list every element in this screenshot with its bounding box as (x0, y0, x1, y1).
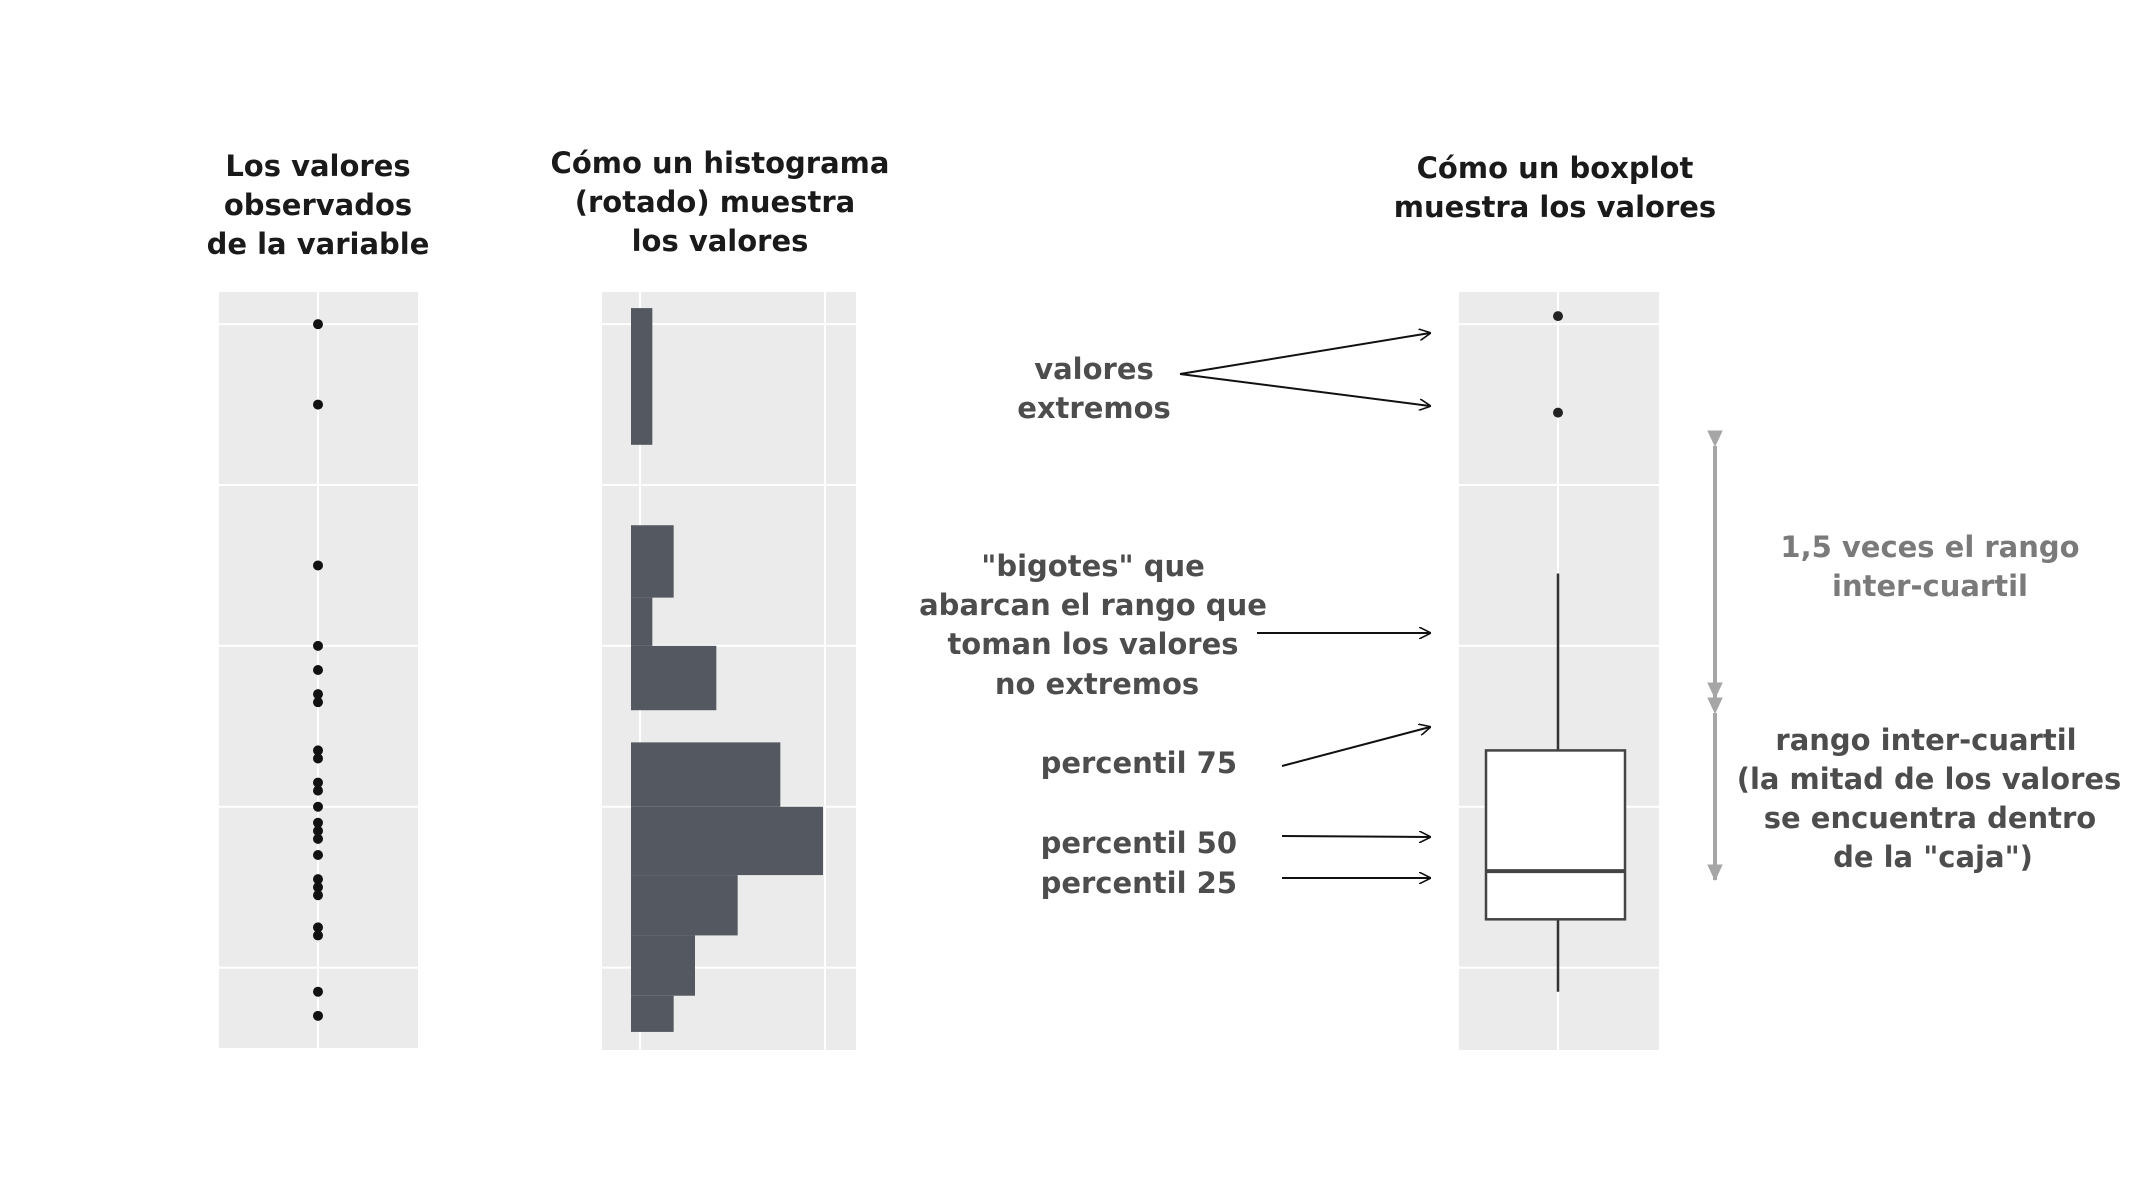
histogram-bars (631, 308, 823, 1032)
observed-point-18 (313, 890, 323, 901)
histogram-bar-8 (631, 875, 738, 936)
title-observed: Los valores observados de la variable (207, 149, 430, 261)
observed-point-16 (313, 874, 323, 885)
title-histogram-line-3: los valores (632, 224, 809, 258)
observed-point-13 (313, 825, 323, 836)
annotation-p50: percentil 50 (1041, 826, 1237, 860)
arrow-to-outlier-second (1179, 373, 1430, 406)
annotation-extremes-line-1: valores (1034, 352, 1154, 386)
observed-point-8 (313, 753, 323, 764)
histogram-bar-2 (631, 525, 674, 598)
histogram-bar-4 (631, 645, 717, 711)
panel-histogram (602, 292, 856, 1050)
title-boxplot-line-1: Cómo un boxplot (1417, 151, 1694, 185)
annotation-extremes-line-2: extremos (1017, 391, 1171, 425)
annotation-iqr-line-3: se encuentra dentro (1764, 801, 2096, 835)
boxplot-marks (1484, 311, 1627, 992)
histogram-bar-9 (631, 935, 695, 996)
observed-point-22 (313, 1010, 323, 1021)
annotation-p75: percentil 75 (1041, 746, 1237, 780)
observed-point-10 (313, 785, 323, 796)
annotation-iqr-1-5-line-1: 1,5 veces el rango (1780, 530, 2079, 564)
observed-point-21 (313, 986, 323, 997)
title-histogram: Cómo un histograma (rotado) muestra los … (551, 146, 890, 258)
arrow-to-median (1281, 836, 1430, 837)
annotation-extremes: valores extremos (1017, 333, 1430, 425)
annotation-whiskers-line-3: toman los valores (947, 627, 1238, 661)
title-boxplot: Cómo un boxplot muestra los valores (1394, 151, 1716, 224)
observed-point-3 (313, 640, 323, 651)
observed-point-19 (313, 922, 323, 933)
annotation-p25: percentil 25 (1041, 866, 1237, 900)
observed-point-2 (313, 560, 323, 571)
boxplot-outlier-0 (1553, 311, 1563, 322)
boxplot-outlier-1 (1553, 407, 1563, 418)
boxplot-box (1484, 749, 1627, 921)
annotation-iqr-line-1: rango inter-cuartil (1775, 723, 2076, 757)
annotation-iqr-1-5: 1,5 veces el rango inter-cuartil (1780, 530, 2079, 603)
arrow-to-p75 (1281, 727, 1430, 767)
observed-point-0 (313, 319, 323, 330)
title-observed-line-1: Los valores (225, 149, 410, 183)
annotation-whiskers-line-4: no extremos (995, 667, 1199, 701)
observed-point-15 (313, 849, 323, 860)
observed-points (313, 319, 323, 1021)
title-histogram-line-2: (rotado) muestra (575, 185, 855, 219)
observed-point-9 (313, 777, 323, 788)
title-observed-line-3: de la variable (207, 227, 430, 261)
observed-point-1 (313, 399, 323, 410)
annotation-iqr-line-4: de la "caja") (1833, 840, 2033, 874)
histogram-bar-7 (631, 806, 823, 876)
observed-point-17 (313, 882, 323, 893)
observed-point-7 (313, 745, 323, 756)
title-observed-line-2: observados (224, 188, 412, 222)
histogram-bar-3 (631, 597, 653, 646)
annotation-iqr-1-5-line-2: inter-cuartil (1832, 569, 2028, 603)
title-boxplot-line-2: muestra los valores (1394, 190, 1716, 224)
annotation-iqr: rango inter-cuartil (la mitad de los val… (1737, 723, 2122, 874)
histogram-bar-0 (631, 308, 653, 445)
annotation-iqr-line-2: (la mitad de los valores (1737, 762, 2122, 796)
panel-observed-values (219, 292, 418, 1048)
observed-point-20 (313, 930, 323, 941)
observed-point-11 (313, 801, 323, 812)
arrow-to-outlier-top (1179, 333, 1430, 375)
histogram-bar-10 (631, 995, 674, 1032)
panel-boxplot (1459, 292, 1659, 1050)
observed-point-12 (313, 817, 323, 828)
observed-point-6 (313, 697, 323, 708)
histogram-bar-6 (631, 742, 781, 807)
observed-point-4 (313, 665, 323, 675)
annotation-whiskers-line-1: "bigotes" que (981, 549, 1205, 583)
observed-point-5 (313, 689, 323, 700)
observed-point-14 (313, 833, 323, 844)
annotation-whiskers: "bigotes" que abarcan el rango que toman… (919, 549, 1430, 701)
title-histogram-line-1: Cómo un histograma (551, 146, 890, 180)
annotation-whiskers-line-2: abarcan el rango que (919, 588, 1267, 622)
annotation-percentiles: percentil 75 percentil 50 percentil 25 (1041, 727, 1430, 900)
